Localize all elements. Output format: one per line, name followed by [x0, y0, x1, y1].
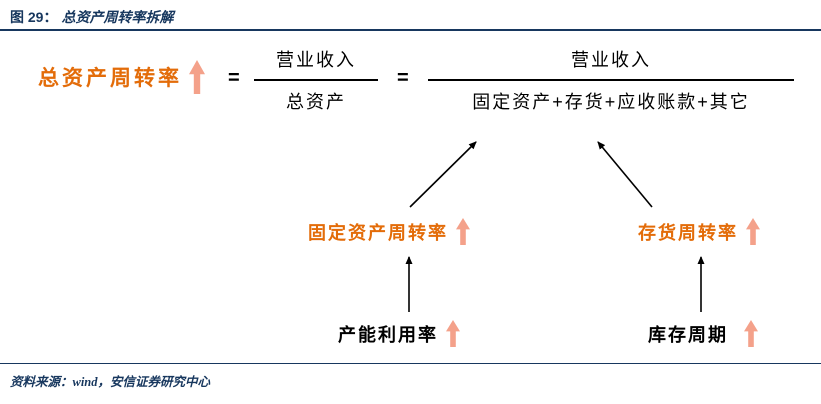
equals-sign-2: = — [397, 67, 409, 89]
fraction1-denominator: 总资产 — [286, 92, 346, 112]
figure-header: 图 29：总资产周转率拆解 — [0, 0, 821, 31]
trend-up-arrow-icon — [744, 320, 758, 347]
trend-up-arrow-icon — [456, 218, 470, 245]
fixed-asset-turnover-node: 固定资产周转率 — [308, 218, 470, 245]
trend-up-arrow-icon — [446, 320, 460, 347]
fraction-revenue-over-asset-components: 营业收入 固定资产+存货+应收账款+其它 — [428, 46, 794, 114]
arrow-inventory-turnover-to-denominator — [597, 141, 653, 208]
arrow-fixed-turnover-to-denominator — [409, 141, 477, 208]
total-asset-turnover-label: 总资产周转率 — [38, 67, 182, 90]
fraction2-denominator: 固定资产+存货+应收账款+其它 — [472, 92, 750, 112]
inventory-turnover-label: 存货周转率 — [638, 222, 738, 243]
fraction1-numerator: 营业收入 — [254, 46, 378, 81]
trend-up-arrow-icon — [746, 218, 760, 245]
figure-footer: 资料来源：wind，安信证券研究中心 — [0, 363, 821, 391]
fraction-revenue-over-total-assets: 营业收入 总资产 — [254, 46, 378, 114]
figure-title: 总资产周转率拆解 — [61, 11, 174, 26]
inventory-turnover-node: 存货周转率 — [638, 218, 760, 245]
total-asset-turnover-node: 总资产周转率 — [38, 60, 205, 94]
capacity-utilization-label: 产能利用率 — [338, 324, 438, 345]
trend-up-arrow-icon — [189, 60, 205, 94]
equals-sign-1: = — [228, 67, 240, 89]
inventory-cycle-node: 库存周期 — [648, 320, 758, 347]
source-text: 资料来源：wind，安信证券研究中心 — [10, 375, 211, 389]
fixed-asset-turnover-label: 固定资产周转率 — [308, 222, 448, 243]
figure-label: 图 29： — [10, 9, 58, 25]
inventory-cycle-label: 库存周期 — [648, 324, 728, 345]
fraction2-numerator: 营业收入 — [428, 46, 794, 81]
capacity-utilization-node: 产能利用率 — [338, 320, 460, 347]
